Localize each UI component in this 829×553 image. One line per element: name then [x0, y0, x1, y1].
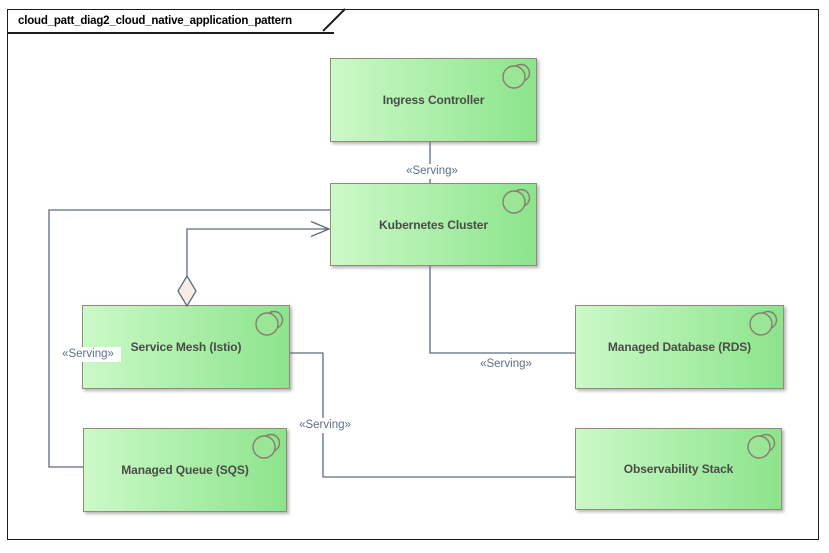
- node-ingress-controller[interactable]: Ingress Controller: [330, 58, 537, 142]
- stereotype-label-queue-k8s: «Serving»: [55, 347, 121, 362]
- node-managed-queue[interactable]: Managed Queue (SQS): [83, 428, 287, 512]
- component-icon: [749, 310, 778, 336]
- connector-k8s-to-database[interactable]: [429, 264, 575, 354]
- diagram-title: cloud_patt_diag2_cloud_native_applicatio…: [18, 15, 292, 27]
- node-label: Managed Database (RDS): [607, 340, 752, 354]
- connector-mesh-to-k8s[interactable]: [186, 228, 329, 277]
- connector-mesh-to-observability[interactable]: [288, 352, 575, 478]
- connector-queue-to-k8s[interactable]: [48, 209, 330, 468]
- stereotype-label-mesh-observability: «Serving»: [293, 418, 357, 433]
- node-kubernetes-cluster[interactable]: Kubernetes Cluster: [330, 183, 537, 266]
- stereotype-label-ingress-k8s: «Serving»: [399, 164, 465, 179]
- node-label: Ingress Controller: [382, 93, 485, 107]
- component-icon: [252, 433, 281, 459]
- component-icon: [502, 188, 531, 214]
- node-label: Observability Stack: [623, 462, 734, 476]
- stereotype-label-k8s-database: «Serving»: [474, 357, 538, 372]
- component-icon: [502, 63, 531, 89]
- component-icon: [255, 310, 284, 336]
- node-label: Service Mesh (Istio): [130, 340, 242, 354]
- node-managed-database[interactable]: Managed Database (RDS): [575, 305, 784, 389]
- node-observability-stack[interactable]: Observability Stack: [575, 428, 782, 510]
- diagram-title-tab[interactable]: cloud_patt_diag2_cloud_native_applicatio…: [8, 10, 334, 34]
- node-label: Kubernetes Cluster: [379, 217, 488, 232]
- node-label: Managed Queue (SQS): [121, 463, 249, 477]
- component-icon: [747, 433, 776, 459]
